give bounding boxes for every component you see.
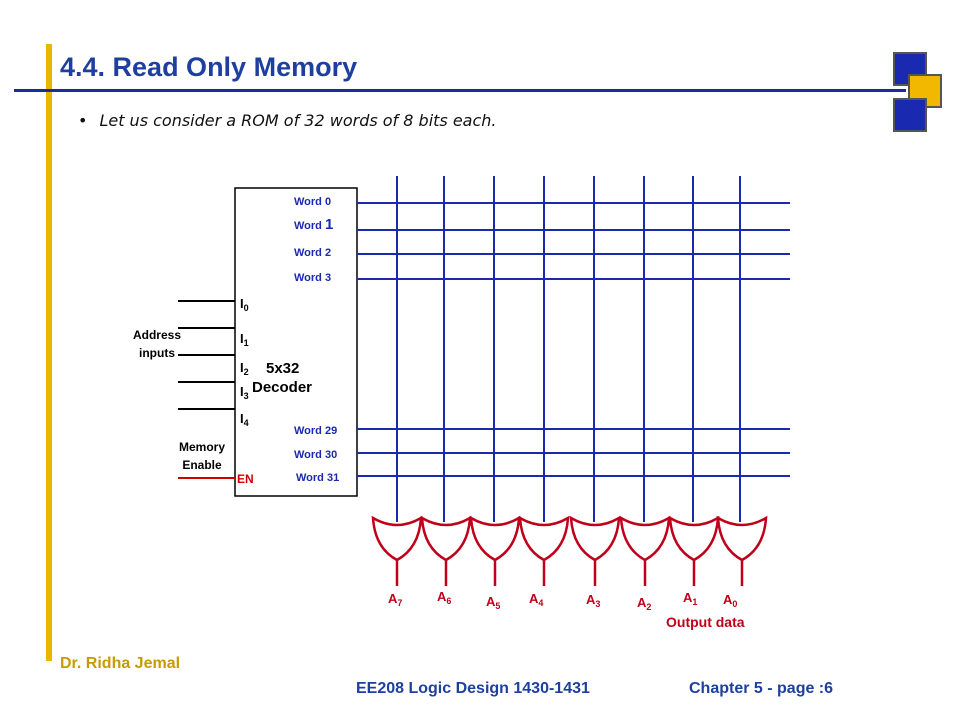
course-footer: EE208 Logic Design 1430-1431 (356, 680, 590, 697)
or-gate-a6 (420, 515, 472, 586)
bit-lines (396, 176, 741, 522)
decoder-label-name: Decoder (252, 379, 312, 396)
enable-pin-label: EN (237, 472, 254, 486)
or-gate-a3 (569, 515, 621, 586)
input-pin-label-1: I1 (240, 331, 249, 348)
or-gate-a5 (469, 515, 521, 586)
output-label-a7: A7 (388, 591, 402, 608)
author-name: Dr. Ridha Jemal (60, 655, 181, 672)
title-underline (14, 89, 906, 92)
or-gate-a1 (668, 515, 720, 586)
word-label-2: Word 2 (294, 247, 331, 259)
address-input-lines (178, 300, 235, 410)
output-label-a5: A5 (486, 594, 500, 611)
chapter-page-footer: Chapter 5 - page :6 (689, 680, 834, 697)
input-pin-label-2: I2 (240, 360, 249, 377)
bullet-text: Let us consider a ROM of 32 words of 8 b… (99, 111, 497, 130)
output-label-a0: A0 (723, 592, 737, 609)
decoder-box (234, 187, 358, 497)
output-label-a2: A2 (637, 595, 651, 612)
word-label-31: Word 31 (296, 472, 339, 484)
accent-vertical-bar (46, 44, 52, 661)
word-label-0: Word 0 (294, 196, 331, 208)
decoder-label-size: 5x32 (266, 360, 299, 377)
address-label-line2: inputs (139, 346, 175, 360)
or-gate-a2 (619, 515, 671, 586)
bullet-point: • Let us consider a ROM of 32 words of 8 … (78, 111, 497, 130)
input-pin-label-4: I4 (240, 411, 249, 428)
input-pin-label-0: I0 (240, 296, 249, 313)
word-lines (357, 202, 790, 477)
output-label-a4: A4 (529, 591, 543, 608)
word-label-29: Word 29 (294, 425, 337, 437)
output-data-caption: Output data (666, 614, 745, 630)
or-gate-a4 (518, 515, 570, 586)
or-gate-a7 (371, 515, 423, 586)
address-label-line1: Address (133, 328, 181, 342)
bullet-dot-icon: • (78, 111, 88, 130)
word-label-3: Word 3 (294, 272, 331, 284)
output-label-a3: A3 (586, 592, 600, 609)
word-label-30: Word 30 (294, 449, 337, 461)
or-gates (371, 515, 768, 586)
input-pin-label-3: I3 (240, 384, 249, 401)
or-gate-a0 (716, 515, 768, 586)
memory-label-line2: Enable (182, 458, 222, 472)
output-label-a6: A6 (437, 589, 451, 606)
slide-title: 4.4. Read Only Memory (60, 52, 358, 82)
output-label-a1: A1 (683, 590, 697, 607)
word-label-1: Word 1 (294, 216, 333, 233)
memory-label-line1: Memory (179, 440, 225, 454)
